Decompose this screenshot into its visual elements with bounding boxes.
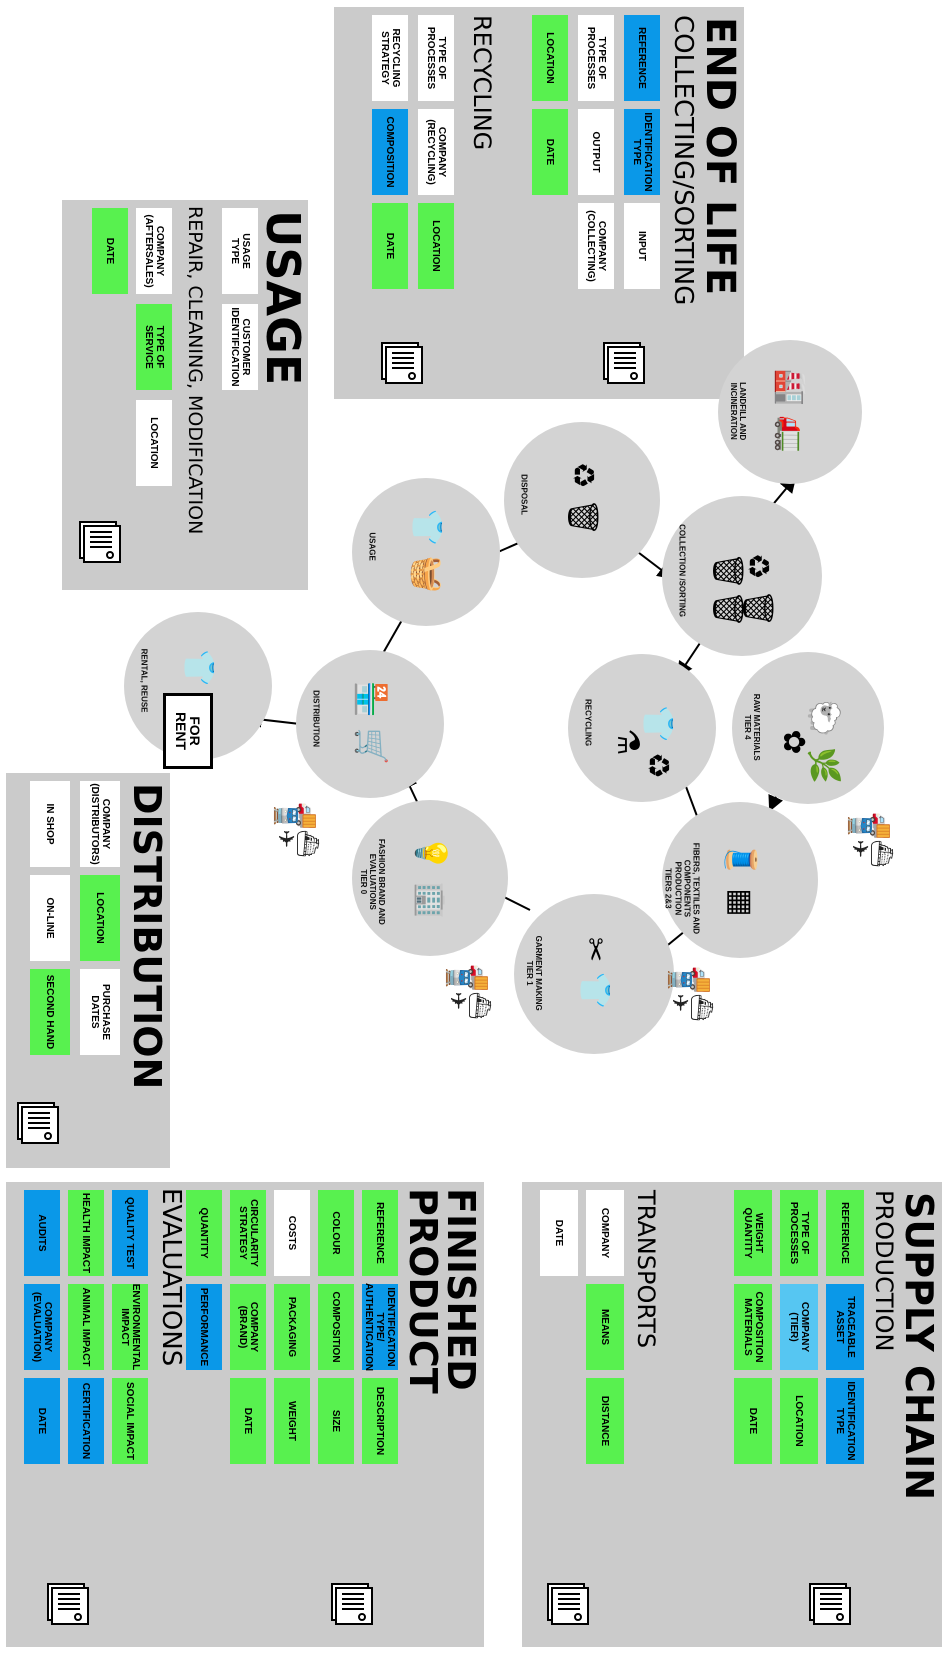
stage-landfill-icon: 🏭 🚛 [775,363,805,459]
stage-collection-label: COLLECTION /SORTING [677,516,686,626]
transport-icons-fibers: 🚚⛴🚆✈ [668,966,712,1021]
stage-recycling-label: RECYCLING [583,668,592,778]
stage-fibers-icon: 🧵 ▦ [725,831,755,927]
stage-fibers-label: FIBERS, TEXTILES AND COMPONENTS PRODUCTI… [664,833,701,943]
stage-garment-label: GARMENT MAKING TIER 1 [525,918,543,1028]
stage-collection-icon: ♻ 🗑🗑🗑 [712,542,772,638]
stage-usage-label: USAGE [367,492,376,602]
stage-recycling-icon: 👕 ♻ ⚗ [612,694,672,790]
transport-icons-brand: 🚚⛴🚆✈ [274,802,318,857]
stage-distribution-label: DISTRIBUTION [311,664,320,774]
stage-raw-label: RAW MATERIALS TIER 4 [743,672,761,782]
transport-icons-raw: 🚚⛴🚆✈ [848,812,892,867]
stage-brand-label: FASHION BRAND AND EVALUATIONS TIER 0 [358,827,386,937]
stage-brand-icon: 💡 🏢 [415,829,445,925]
stage-raw-icon: 🐑 🌿 ✿ [778,694,838,790]
stage-garment-icon: ✂ 👕 [579,925,609,1021]
stage-rental-label: RENTAL, REUSE [139,626,148,736]
transport-icons-garment: 🚚⛴🚆✈ [446,964,490,1019]
stage-usage-icon: 👕 🧺 [411,503,441,599]
stage-disposal-label: DISPOSAL [519,440,528,550]
stage-distribution-icon: 🏪 🛒 [355,675,385,771]
for-rent-sign: FOR RENT [163,693,213,769]
stage-disposal-icon: ♻ 🗑 [567,451,597,547]
stage-landfill-label: LANDFILL AND INCINERATION [729,356,747,466]
